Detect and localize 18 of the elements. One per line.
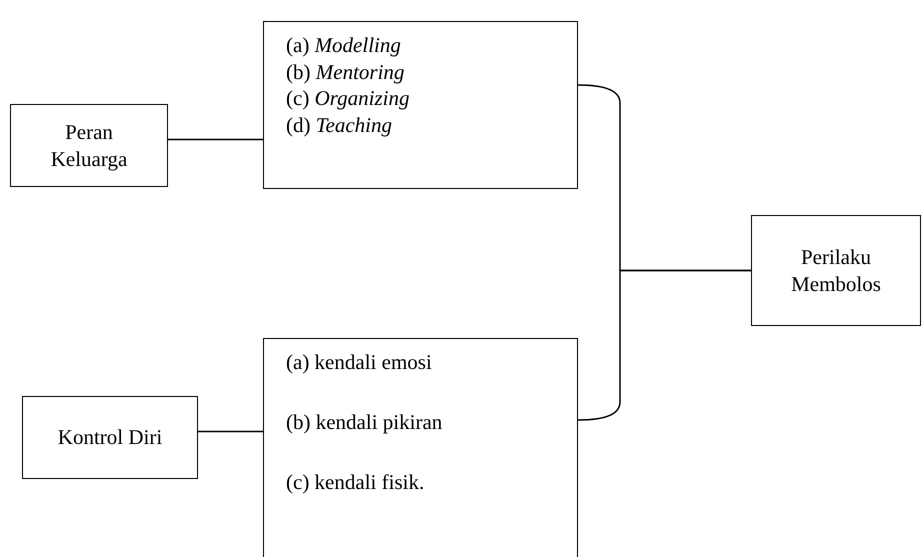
list-item: (b) kendali pikiran — [286, 409, 444, 436]
connector-line — [578, 270, 751, 421]
concept-box — [751, 215, 921, 326]
concept-box — [22, 396, 198, 479]
concept-box — [10, 104, 168, 187]
connector-line — [198, 430, 263, 432]
box-label: Kontrol Diri — [56, 424, 164, 451]
list-box — [263, 21, 578, 189]
list-item: (d) Teaching — [286, 112, 393, 139]
box-label: Peran Keluarga — [50, 119, 128, 172]
list-item: (c) kendali fisik. — [286, 469, 426, 496]
list-item: (a) Modelling — [286, 32, 402, 59]
connector-line — [168, 138, 263, 140]
box-label: Perilaku Membolos — [790, 244, 882, 297]
list-item: (c) Organizing — [286, 85, 410, 112]
list-item: (a) kendali emosi — [286, 349, 433, 376]
list-item: (b) Mentoring — [286, 58, 406, 86]
list-box — [263, 338, 578, 557]
